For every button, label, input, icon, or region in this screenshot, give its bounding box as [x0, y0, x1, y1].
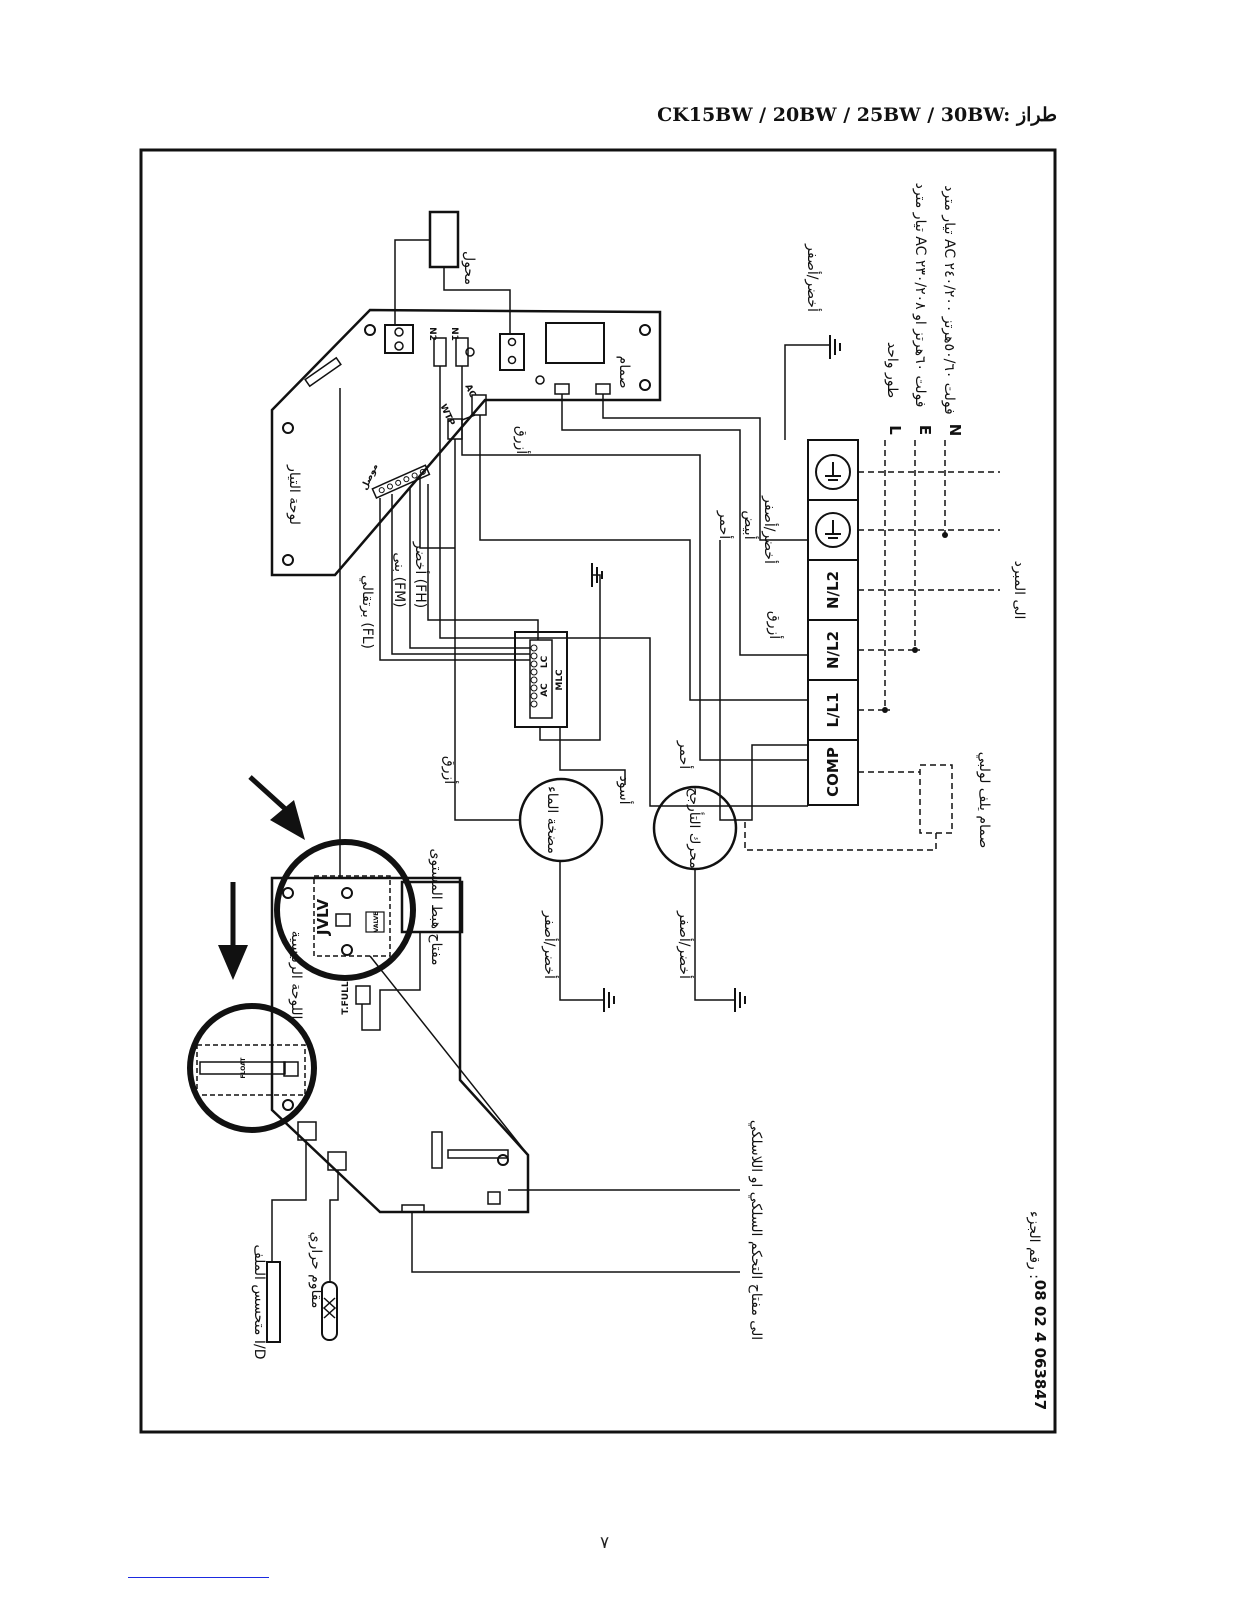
single-phase-label: طور واحد [884, 342, 900, 398]
junction-dot [912, 647, 918, 653]
wire-color-label: أحمر [716, 510, 734, 539]
wire-color-label: أزرق [766, 611, 784, 639]
to-unit-label: الى المبرد [1011, 561, 1027, 620]
remote-label: الى مفتاح التحكم السلكي او اللاسلكي [748, 1120, 764, 1340]
board-mark: VALVE [373, 912, 380, 933]
water-pump-label: مضخة الماء [544, 786, 560, 854]
part-number-caption: رقم الجزء : [1026, 1211, 1042, 1279]
main-board-label: اللوحة الرئيسية [288, 931, 304, 1020]
fan-capacitor-block [514, 631, 568, 728]
terminal-n-l2: N/L2 [824, 631, 842, 669]
wire-color-label: أسود [616, 775, 634, 804]
part-number: 08 02 4 063847 [1031, 1280, 1049, 1410]
phase-letter: L [886, 425, 904, 435]
wire-color-label: برتقالي (FL) [359, 575, 375, 649]
footer-link-underline[interactable] [128, 1577, 269, 1578]
board-mark: N1 [449, 327, 459, 341]
supply-spec-1: تيار مترد AC ۲۳۰/۲۰۸ فولت ٦۰هرتز او [912, 183, 928, 408]
wire-color-label: أخضر/أصفر [676, 910, 694, 979]
transformer-label: محول [461, 251, 477, 285]
phase-letter: N [946, 424, 964, 437]
wire-color-label: أبيض [741, 510, 759, 539]
highlight-circle [274, 839, 416, 981]
wire-color-label: أخضر/أصفر [761, 495, 779, 564]
connector-label: موصل [360, 462, 381, 492]
wire-color-label: أخضر (FH) [412, 541, 430, 608]
ground-icon [603, 988, 615, 1012]
board-mark: MLC [555, 669, 565, 691]
valve-label: صمام [616, 356, 632, 389]
power-board [270, 308, 662, 577]
ground-icon [591, 563, 603, 587]
board-mark: AC [540, 683, 550, 697]
jvlv-label: JVLV [314, 898, 332, 936]
junction-dot [882, 707, 888, 713]
wire-color-label: بني (FM) [391, 552, 407, 607]
thermistor-label: مقاوم حراري [308, 1232, 324, 1309]
reversing-valve-label: صمام يلف لولبي [976, 752, 992, 849]
terminal-comp: COMP [824, 747, 842, 797]
drain-motor-label: محرك التأرجح [686, 787, 705, 868]
diagram-frame [139, 148, 1057, 1434]
tfull-label: T.FULL [341, 981, 351, 1014]
wires [271, 239, 830, 1282]
terminal-l-l1: L/L1 [824, 692, 842, 727]
wire-color-label: أزرق [441, 756, 459, 784]
power-board-label: لوحة التيار [286, 464, 302, 525]
ground-icon [734, 988, 746, 1012]
transformer-box [428, 210, 460, 269]
water-pump-symbol [518, 777, 604, 863]
page-number: ٧ [600, 1533, 610, 1553]
supply-spec-2: تيار مترد AC ۲٤۰/۲۰۰ فولت ٥۰/٦۰هرتز [941, 185, 957, 415]
field-wiring [744, 440, 1000, 851]
arrow-icon [248, 775, 305, 840]
wire-color-label: أخضر/أصفر [541, 910, 559, 979]
board-mark: LC [540, 655, 550, 668]
model-title: CK15BW / 20BW / 25BW / 30BW: طراز [657, 104, 1057, 126]
terminal-n-l2: N/L2 [824, 571, 842, 609]
wire-color-label: أخضر/أصفر [804, 243, 822, 312]
board-mark: FLOAT [240, 1057, 247, 1079]
level-switch-label: مفتاح هبط المستوى [428, 848, 444, 965]
earth-terminal-icon [815, 512, 851, 548]
arrow-icon [218, 882, 248, 980]
wire-color-label: أزرق [513, 426, 531, 454]
wire-color-label: أحمر [676, 740, 694, 769]
earth-terminal-icon [815, 454, 851, 490]
junction-dot [942, 532, 948, 538]
board-mark: N2 [427, 327, 437, 341]
main-board [196, 875, 530, 1214]
board-mark: AC [462, 383, 477, 400]
coil-sensor-label: متحسس الملف I/D [251, 1244, 267, 1359]
coil-sensor-symbol [266, 1261, 281, 1343]
ground-icon [829, 335, 841, 359]
highlight-circle [187, 1003, 317, 1133]
phase-letter: E [916, 425, 934, 435]
